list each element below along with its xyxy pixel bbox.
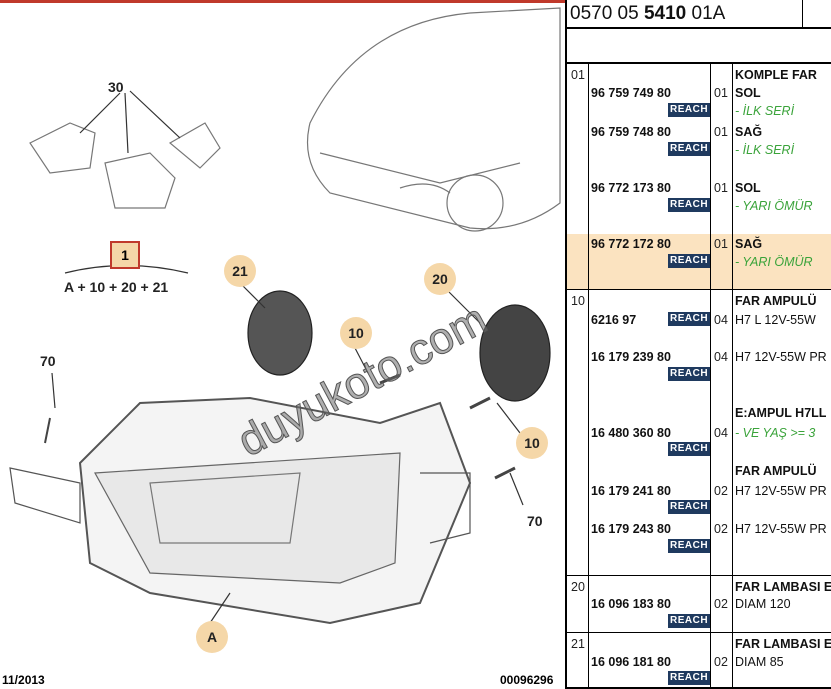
quantity: 01 — [714, 237, 728, 251]
quantity: 02 — [714, 597, 728, 611]
table-border — [565, 0, 567, 689]
drawing-number: 00096296 — [500, 673, 554, 687]
callout-70: 70 — [40, 353, 56, 369]
divider — [732, 63, 733, 689]
part-number[interactable]: 16 179 239 80 — [591, 350, 671, 364]
divider — [565, 62, 831, 64]
part-note: - YARI ÖMÜR — [735, 255, 813, 269]
reach-badge: REACH — [668, 103, 711, 117]
part-desc: SAĞ — [735, 237, 763, 251]
divider — [565, 289, 831, 290]
part-desc: DIAM 120 — [735, 597, 791, 611]
part-number[interactable]: 16 179 243 80 — [591, 522, 671, 536]
group-number: 20 — [571, 580, 585, 594]
callout-10: 10 — [516, 427, 548, 459]
part-desc: H7 12V-55W PR — [735, 522, 827, 536]
part-note: - İLK SERİ — [735, 104, 795, 118]
callout-30: 30 — [108, 79, 124, 95]
part-note: - VE YAŞ >= 3 — [735, 426, 816, 440]
group-title: KOMPLE FAR — [735, 68, 817, 82]
part-number[interactable]: 96 759 748 80 — [591, 125, 671, 139]
reach-badge: REACH — [668, 614, 711, 628]
group-title: FAR LAMBASI E — [735, 637, 831, 651]
reach-badge: REACH — [668, 142, 711, 156]
part-number[interactable]: 96 759 749 80 — [591, 86, 671, 100]
quantity: 01 — [714, 86, 728, 100]
reference-number: 0570 05 5410 01A — [570, 3, 725, 25]
part-desc: SOL — [735, 86, 761, 100]
part-desc: DIAM 85 — [735, 655, 784, 669]
part-number[interactable]: 6216 97 — [591, 313, 637, 327]
divider — [565, 687, 831, 689]
reach-badge: REACH — [668, 539, 711, 553]
part-note: - YARI ÖMÜR — [735, 199, 813, 213]
reach-badge: REACH — [668, 198, 711, 212]
quantity: 01 — [714, 181, 728, 195]
subgroup-title: E:AMPUL H7LL — [735, 406, 827, 420]
reach-badge: REACH — [668, 671, 711, 685]
divider — [802, 0, 803, 28]
callout-20: 20 — [424, 263, 456, 295]
group-number: 10 — [571, 294, 585, 308]
reach-badge: REACH — [668, 500, 711, 514]
divider — [565, 575, 831, 576]
callout-21: 21 — [224, 255, 256, 287]
ref-suffix: 01A — [686, 3, 726, 24]
callout-70: 70 — [527, 513, 543, 529]
diagram-date: 11/2013 — [2, 673, 45, 687]
callout-1: 1 — [110, 241, 140, 269]
quantity: 04 — [714, 313, 728, 327]
part-desc: H7 L 12V-55W — [735, 313, 816, 327]
quantity: 02 — [714, 522, 728, 536]
group-title: FAR LAMBASI E — [735, 580, 831, 594]
part-number[interactable]: 16 179 241 80 — [591, 484, 671, 498]
part-number[interactable]: 16 096 181 80 — [591, 655, 671, 669]
quantity: 02 — [714, 655, 728, 669]
ref-bold: 5410 — [643, 3, 687, 24]
reach-badge: REACH — [668, 367, 711, 381]
callout-a: A — [196, 621, 228, 653]
part-note: - İLK SERİ — [735, 143, 795, 157]
callout-10: 10 — [340, 317, 372, 349]
divider — [565, 632, 831, 633]
divider — [565, 27, 831, 29]
group-title: FAR AMPULÜ — [735, 294, 817, 308]
quantity: 01 — [714, 125, 728, 139]
part-desc: H7 12V-55W PR — [735, 350, 827, 364]
part-number[interactable]: 96 772 172 80 — [591, 237, 671, 251]
quantity: 04 — [714, 350, 728, 364]
divider — [710, 63, 711, 689]
part-desc: H7 12V-55W PR — [735, 484, 827, 498]
divider — [588, 63, 589, 689]
reach-badge: REACH — [668, 254, 711, 268]
subgroup-title: FAR AMPULÜ — [735, 464, 817, 478]
quantity: 02 — [714, 484, 728, 498]
part-desc: SAĞ — [735, 125, 763, 139]
exploded-diagram: 30 1 A + 10 + 20 + 21 21 20 10 10 70 70 … — [0, 0, 565, 687]
ref-prefix: 0570 05 — [570, 3, 644, 24]
group-number: 21 — [571, 637, 585, 651]
assembly-formula: A + 10 + 20 + 21 — [64, 279, 169, 295]
reach-badge: REACH — [668, 312, 711, 326]
part-number[interactable]: 16 096 183 80 — [591, 597, 671, 611]
group-number: 01 — [571, 68, 585, 82]
reach-badge: REACH — [668, 442, 711, 456]
headlamp-drawing — [9, 7, 561, 625]
part-number[interactable]: 96 772 173 80 — [591, 181, 671, 195]
part-number[interactable]: 16 480 360 80 — [591, 426, 671, 440]
part-desc: SOL — [735, 181, 761, 195]
quantity: 04 — [714, 426, 728, 440]
